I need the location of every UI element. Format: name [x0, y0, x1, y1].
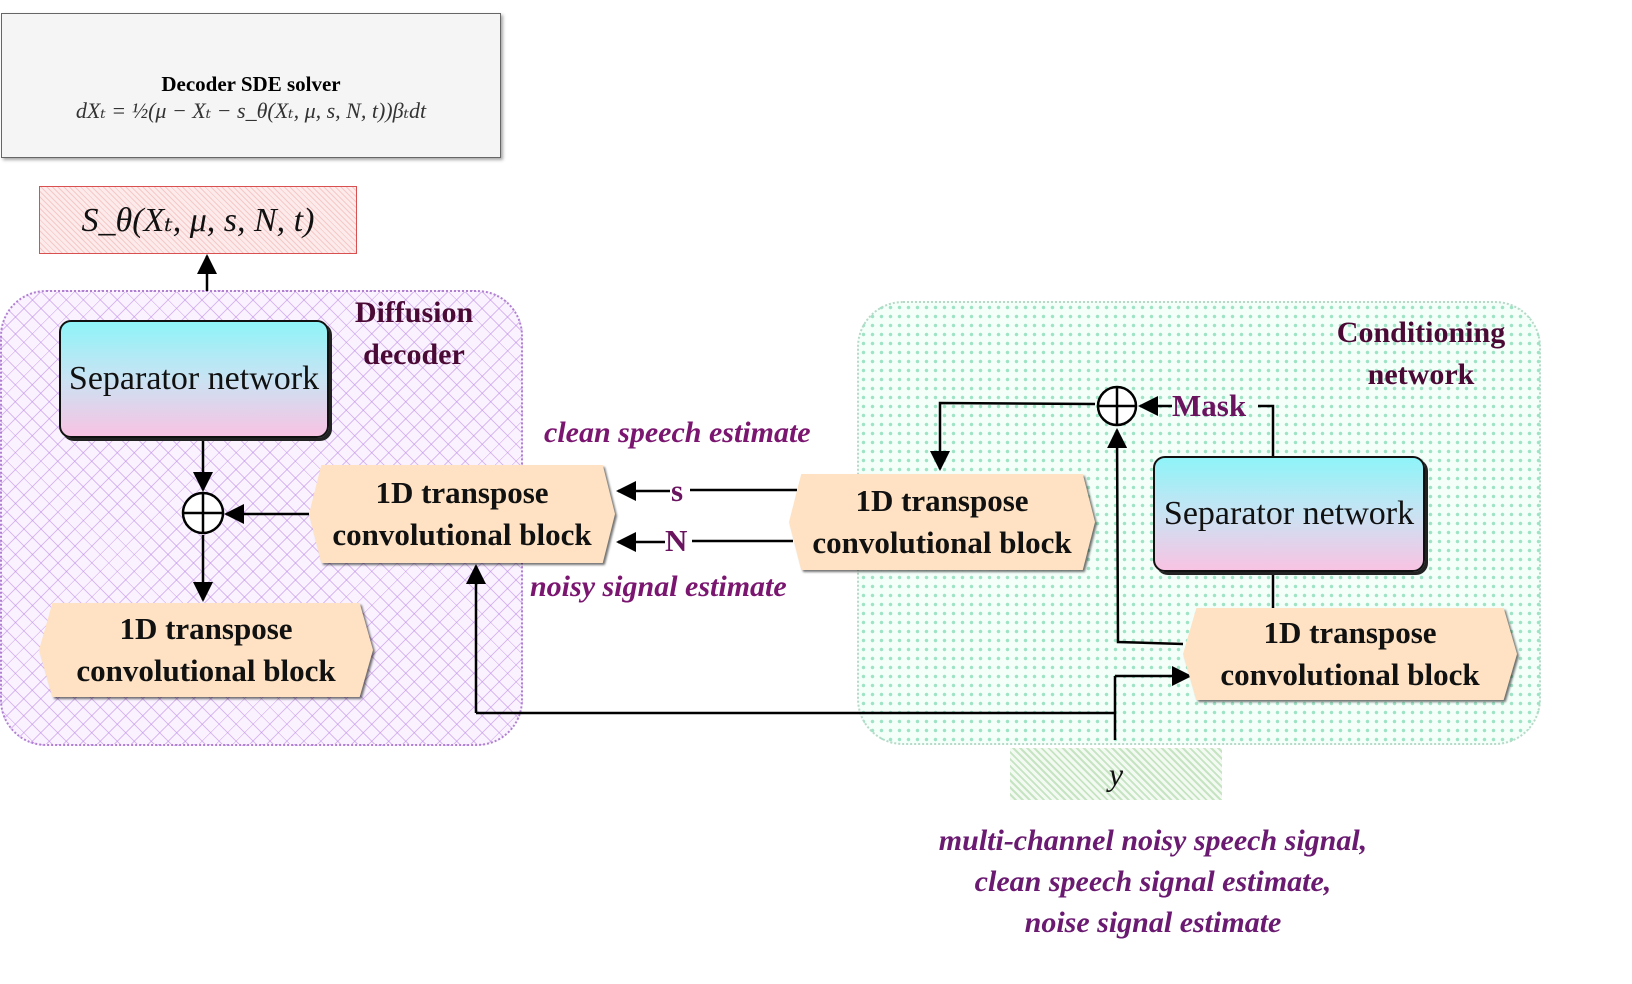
conv-block-body: 1D transpose convolutional block [789, 474, 1095, 570]
conv-label-line2: convolutional block [812, 525, 1072, 560]
input-y-box: y [1010, 748, 1222, 800]
conv-label-line2: convolutional block [332, 517, 592, 552]
input-caption-line2: clean speech signal estimate, [974, 865, 1332, 898]
conv-label-line2: convolutional block [76, 653, 336, 688]
separator-label: Separator network [1163, 495, 1415, 532]
input-caption: multi-channel noisy speech signal, clean… [880, 820, 1426, 943]
sde-equation: dXₜ = ½(μ − Xₜ − s_θ(Xₜ, μ, s, N, t))βₜd… [75, 98, 427, 123]
conditioning-network-title: Conditioning network [1318, 312, 1524, 396]
line-mask [1258, 404, 1275, 456]
transpose-conv-block-decoder-lower: 1D transpose convolutional block [39, 603, 373, 697]
s-label: s [671, 473, 684, 508]
diffusion-decoder-title: Diffusion decoder [340, 292, 488, 376]
diffusion-title-line2: decoder [363, 338, 465, 371]
score-output-box: S_θ(Xₜ, μ, s, N, t) [39, 186, 357, 254]
mask-label: Mask [1172, 388, 1247, 423]
arrow-sum-to-cond-conv [930, 401, 1096, 471]
conv-label-line1: 1D transpose [855, 483, 1029, 518]
conv-label-line1: 1D transpose [375, 475, 549, 510]
input-caption-line1: multi-channel noisy speech signal, [938, 824, 1368, 857]
clean-speech-estimate-label: clean speech estimate [544, 416, 811, 449]
arrow-cond-conv-to-sum [1107, 428, 1184, 646]
sde-solver-title: Decoder SDE solver [161, 72, 341, 96]
separator-network-decoder: Separator network [59, 320, 329, 438]
separator-network-conditioning: Separator network [1153, 456, 1425, 572]
transpose-conv-block-conditioning-right: 1D transpose convolutional block [1183, 608, 1517, 700]
conv-block-body: 1D transpose convolutional block [39, 603, 373, 697]
noisy-signal-estimate-label: noisy signal estimate [530, 570, 787, 603]
input-y-label: y [1108, 755, 1124, 792]
input-caption-line3: noise signal estimate [1024, 906, 1282, 939]
conv-label-line1: 1D transpose [119, 611, 293, 646]
transpose-conv-block-decoder-upper: 1D transpose convolutional block [309, 465, 615, 563]
sde-solver-box: Decoder SDE solver dXₜ = ½(μ − Xₜ − s_θ(… [1, 13, 501, 158]
conv-block-body: 1D transpose convolutional block [309, 465, 615, 563]
separator-label: Separator network [68, 360, 320, 397]
conditioning-title-line1: Conditioning [1336, 316, 1506, 349]
conv-label-line1: 1D transpose [1263, 615, 1437, 650]
n-label: N [665, 523, 688, 558]
conditioning-title-line2: network [1367, 358, 1475, 391]
conv-label-line2: convolutional block [1220, 657, 1480, 692]
diffusion-title-line1: Diffusion [354, 296, 474, 329]
score-output-label: S_θ(Xₜ, μ, s, N, t) [81, 202, 315, 239]
transpose-conv-block-conditioning-left: 1D transpose convolutional block [789, 474, 1095, 570]
conv-block-body: 1D transpose convolutional block [1183, 608, 1517, 700]
